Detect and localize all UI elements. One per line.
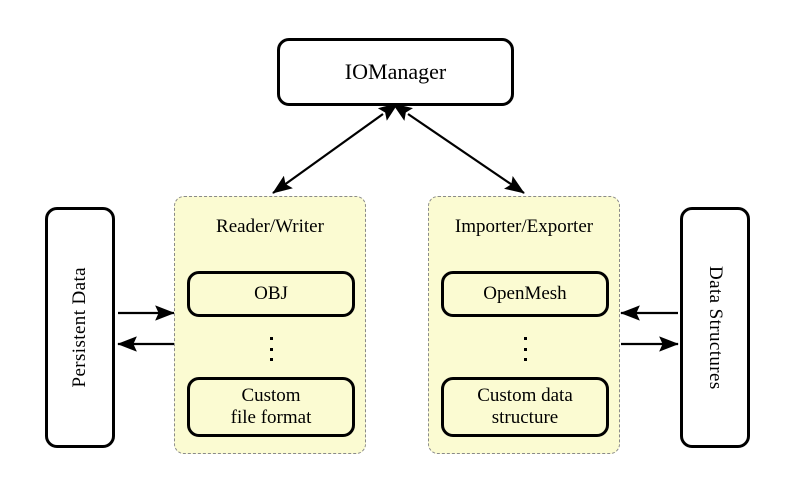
item-custom-data-structure[interactable]: Custom data structure [441, 377, 609, 437]
ellipsis-dot [523, 337, 527, 340]
item-custom-data-structure-line1: Custom data [477, 384, 573, 406]
node-persistent-data-label: Persistent Data [69, 267, 91, 388]
ellipsis-importer-exporter [523, 337, 527, 361]
item-custom-file-format[interactable]: Custom file format [187, 377, 355, 437]
connector-iomanager-reader-writer [272, 102, 399, 194]
group-reader-writer-title: Reader/Writer [216, 216, 324, 237]
node-iomanager[interactable]: IOManager [277, 38, 514, 106]
group-importer-exporter[interactable]: Importer/Exporter OpenMesh Custom data s… [428, 196, 620, 454]
item-obj[interactable]: OBJ [187, 271, 355, 317]
node-data-structures[interactable]: Data Structures [680, 207, 750, 448]
ellipsis-dot [269, 347, 273, 351]
connector-iomanager-importer-exporter [392, 103, 525, 194]
node-persistent-data[interactable]: Persistent Data [45, 207, 115, 448]
ellipsis-dot [269, 337, 273, 340]
node-iomanager-label: IOManager [344, 59, 447, 85]
ellipsis-dot [269, 358, 273, 361]
ellipsis-dot [523, 347, 527, 351]
ellipsis-reader-writer [269, 337, 273, 361]
item-openmesh[interactable]: OpenMesh [441, 271, 609, 317]
group-reader-writer[interactable]: Reader/Writer OBJ Custom file format [174, 196, 366, 454]
item-custom-data-structure-line2: structure [491, 407, 559, 428]
group-importer-exporter-title: Importer/Exporter [454, 216, 594, 237]
item-custom-file-format-line2: file format [230, 407, 312, 428]
item-openmesh-label: OpenMesh [483, 282, 567, 304]
ellipsis-dot [523, 358, 527, 361]
node-data-structures-label: Data Structures [704, 265, 726, 390]
item-obj-label: OBJ [254, 282, 288, 304]
item-custom-file-format-line1: Custom [241, 384, 301, 406]
